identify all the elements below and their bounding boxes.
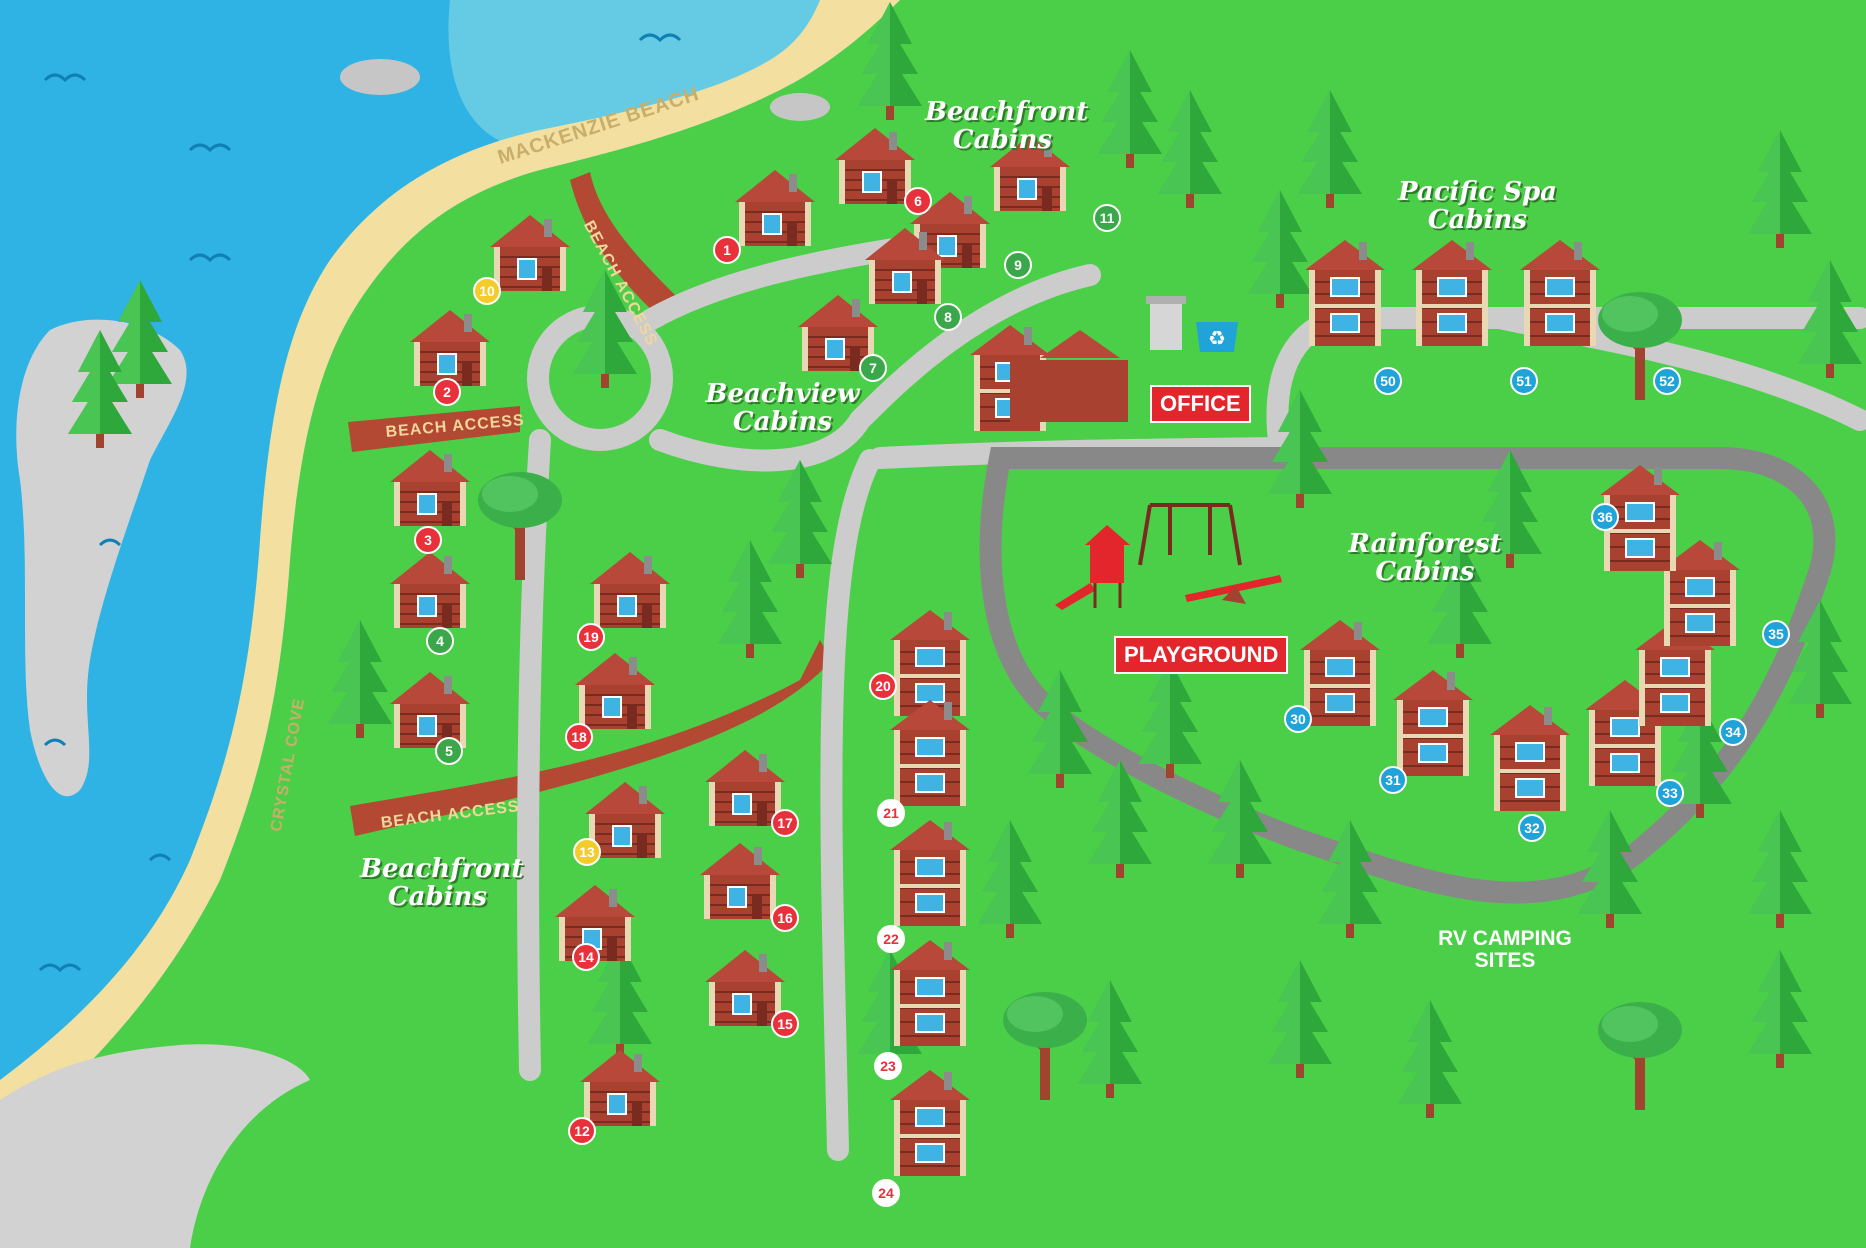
pacific-spa-cabins-label: Pacific Spa Cabins — [1398, 177, 1557, 235]
cabin-number-badge: 17 — [771, 809, 799, 837]
cabin-number-badge: 8 — [934, 303, 962, 331]
cabin-number-badge: 14 — [572, 943, 600, 971]
cabin-number-badge: 31 — [1379, 766, 1407, 794]
seesaw-icon — [1185, 575, 1282, 604]
recycling-bin-icon: ♻ — [1196, 322, 1238, 352]
beachfront-cabins-top-label: Beachfront Cabins — [925, 97, 1089, 155]
cabin-number-badge: 13 — [573, 838, 601, 866]
trash-can-icon — [1146, 296, 1186, 350]
cabin-number-badge: 6 — [904, 187, 932, 215]
cabin-number-badge: 16 — [771, 904, 799, 932]
playground-sign: PLAYGROUND — [1114, 636, 1289, 674]
rainforest-cabins-label: Rainforest Cabins — [1348, 529, 1502, 587]
cabin-number-badge: 50 — [1374, 367, 1402, 395]
cabin-number-badge: 24 — [872, 1179, 900, 1207]
cabin-number-badge: 33 — [1656, 779, 1684, 807]
cabin-number-badge: 3 — [414, 526, 442, 554]
cabin-number-badge: 30 — [1284, 705, 1312, 733]
cabin-number-badge: 12 — [568, 1117, 596, 1145]
cabin-number-badge: 21 — [877, 799, 905, 827]
cabin-number-badge: 32 — [1518, 814, 1546, 842]
svg-text:♻: ♻ — [1208, 326, 1226, 350]
cabin-number-badge: 52 — [1653, 367, 1681, 395]
cabin-number-badge: 51 — [1510, 367, 1538, 395]
cabin-number-badge: 1 — [713, 236, 741, 264]
cabin-number-badge: 19 — [577, 623, 605, 651]
cabin-number-badge: 4 — [426, 627, 454, 655]
cabin-number-badge: 5 — [435, 737, 463, 765]
beachfront-cabins-left-label: Beachfront Cabins — [360, 854, 524, 912]
cabin-number-badge: 2 — [433, 378, 461, 406]
cabin-number-badge: 36 — [1591, 503, 1619, 531]
cabin-number-badge: 9 — [1004, 251, 1032, 279]
cabin-number-badge: 35 — [1762, 620, 1790, 648]
cabin-number-badge: 10 — [473, 277, 501, 305]
office-sign: OFFICE — [1150, 385, 1251, 423]
slide-icon — [1055, 525, 1130, 610]
cabin-number-badge: 18 — [565, 723, 593, 751]
cabin-number-badge: 23 — [874, 1052, 902, 1080]
cabin-number-badge: 22 — [877, 925, 905, 953]
cabin-number-badge: 15 — [771, 1010, 799, 1038]
rv-camping-line-2: SITES — [1474, 949, 1536, 972]
rv-camping-line-1: RV CAMPING — [1438, 927, 1572, 950]
cabin-number-badge: 11 — [1093, 204, 1121, 232]
rv-camping-label: RV CAMPING SITES — [1430, 928, 1580, 972]
cabin-number-badge: 34 — [1719, 718, 1747, 746]
cabin-number-badge: 7 — [859, 354, 887, 382]
swing-set-icon — [1138, 503, 1242, 566]
cabin-number-badge: 20 — [869, 672, 897, 700]
beachview-cabins-label: Beachview Cabins — [705, 379, 860, 437]
